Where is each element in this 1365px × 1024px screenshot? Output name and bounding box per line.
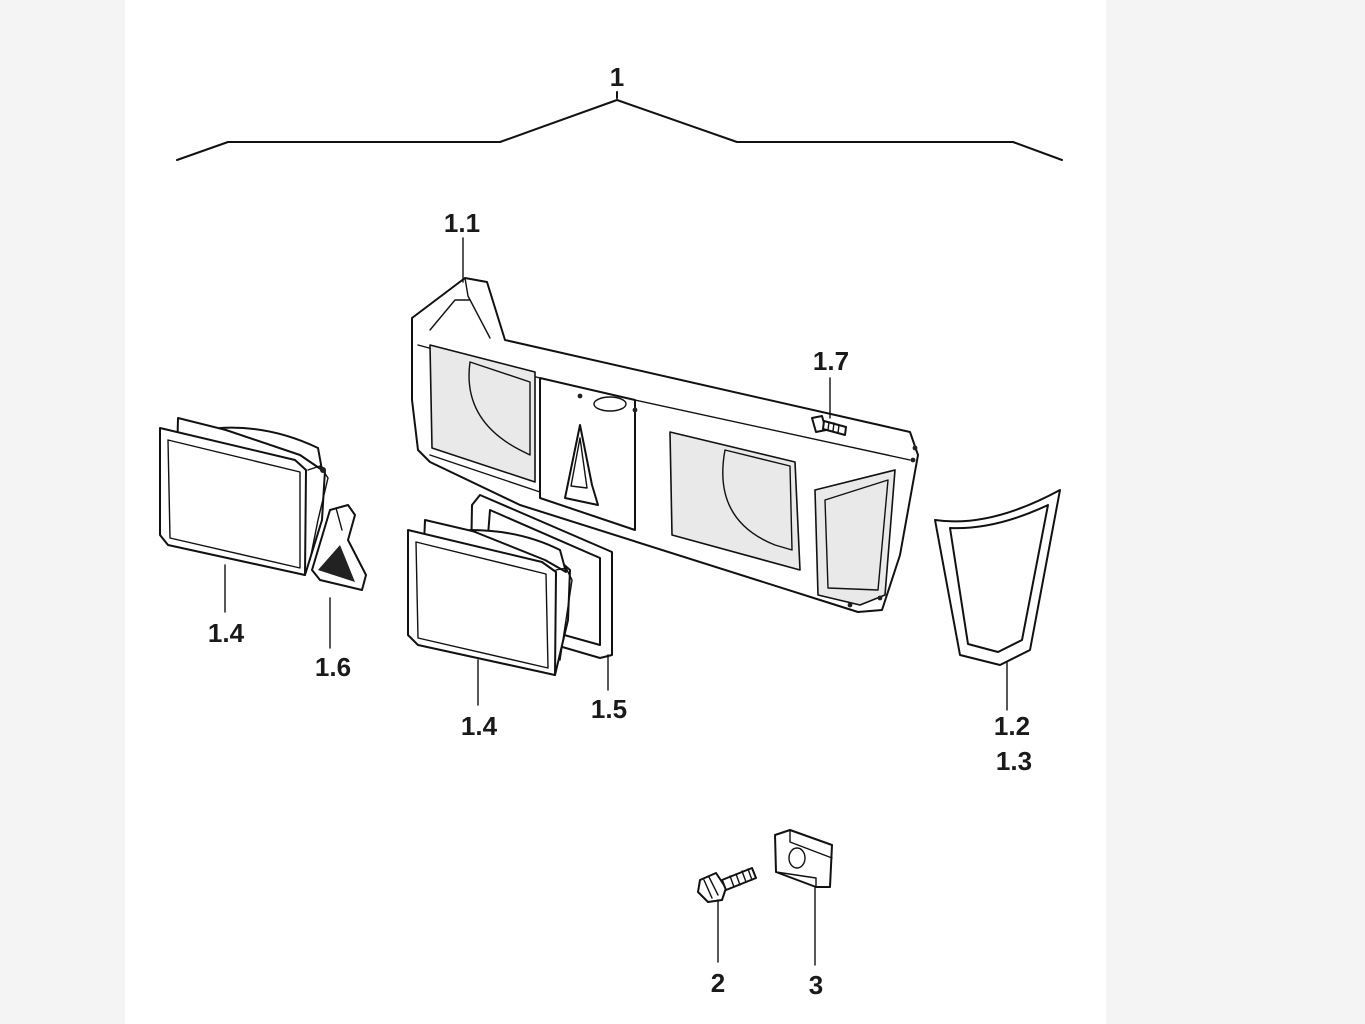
- screw-1-7: [811, 415, 847, 436]
- callout-1-7: 1.7: [813, 346, 849, 376]
- mounting-bracket: [311, 504, 367, 591]
- callout-1-2: 1.2: [994, 711, 1030, 741]
- callout-1: 1: [610, 62, 624, 92]
- callout-2: 2: [711, 968, 725, 998]
- assembly-bracket: [176, 91, 1063, 161]
- callout-1-4-left: 1.4: [208, 618, 245, 648]
- callout-3: 3: [809, 970, 823, 1000]
- trim-frame: [934, 489, 1061, 666]
- callout-1-4-mid: 1.4: [461, 711, 498, 741]
- headlight-panel-housing: [411, 277, 919, 613]
- clip-nut-3: [774, 829, 833, 888]
- headlight-unit-middle: [407, 519, 573, 676]
- callout-1-1: 1.1: [444, 208, 480, 238]
- callout-1-5: 1.5: [591, 694, 627, 724]
- bolt-2: [697, 867, 757, 903]
- callout-1-6: 1.6: [315, 652, 351, 682]
- headlight-unit-left: [159, 417, 329, 576]
- callout-1-3: 1.3: [996, 746, 1032, 776]
